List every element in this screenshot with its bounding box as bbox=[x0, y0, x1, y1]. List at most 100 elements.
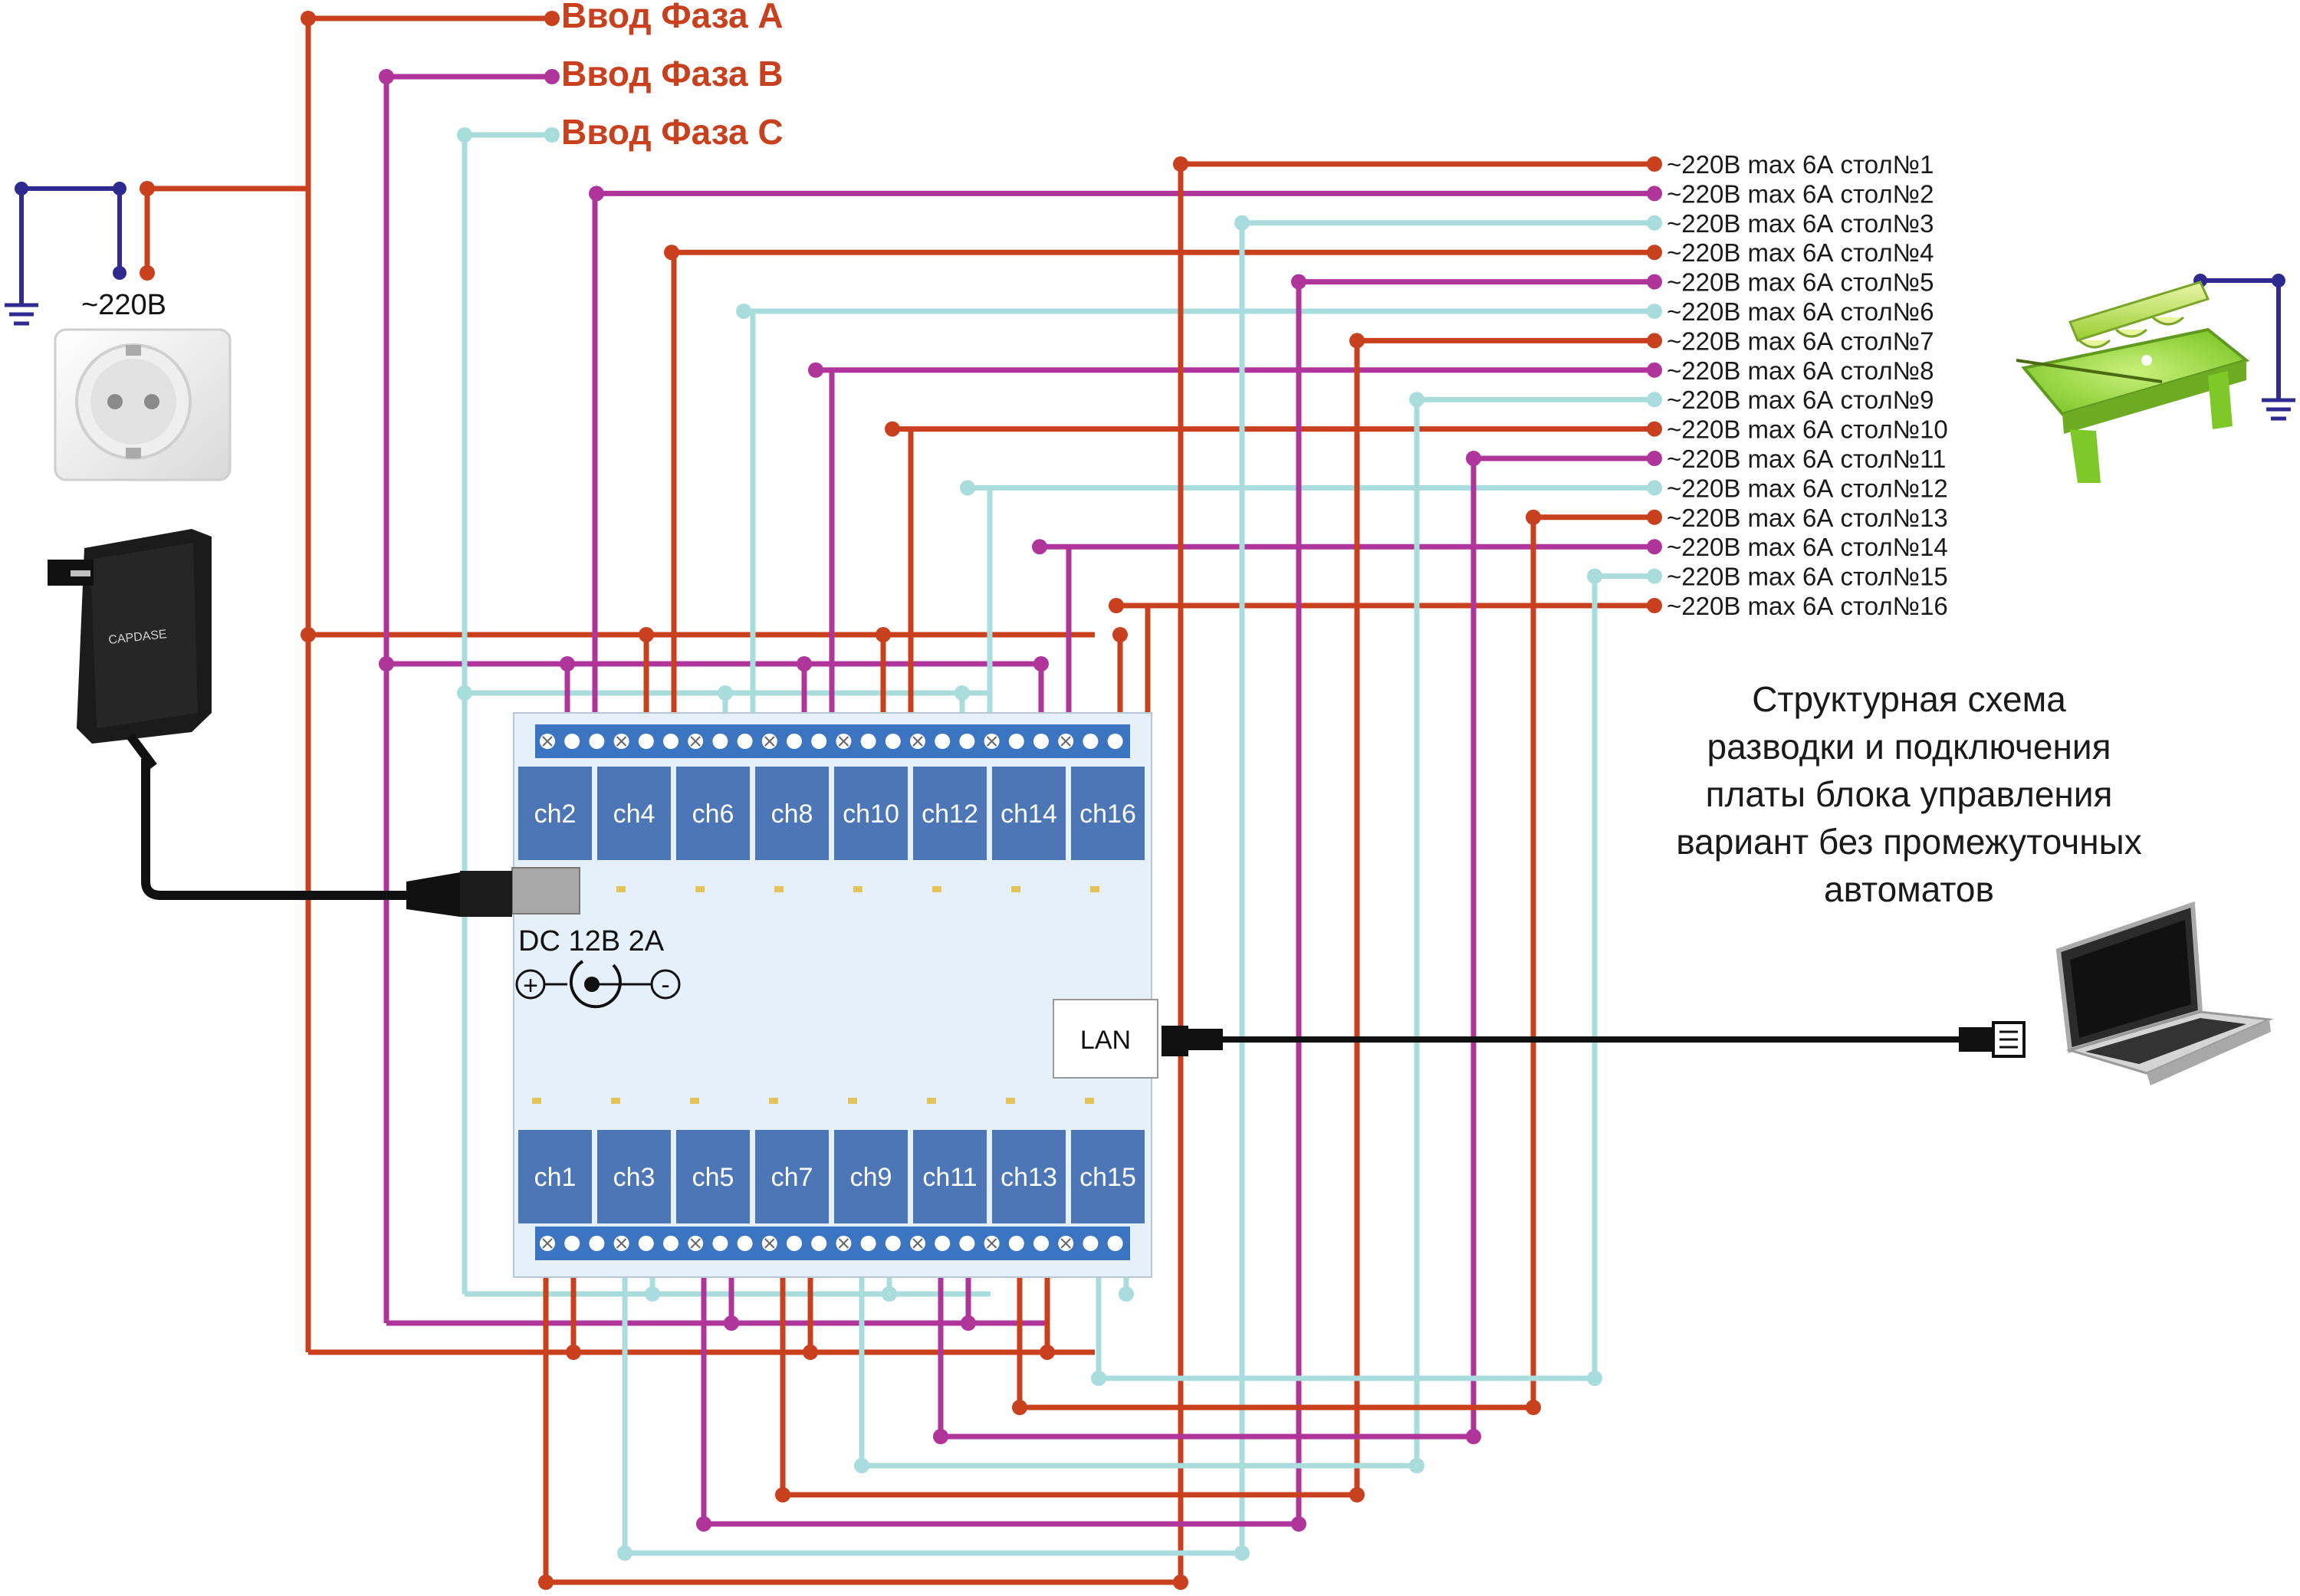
wire-junction bbox=[961, 1315, 976, 1331]
power-label: DC 12В 2А bbox=[518, 925, 665, 957]
relay-ch6 bbox=[676, 767, 750, 860]
status-led bbox=[1085, 1098, 1094, 1104]
dc-jack bbox=[511, 867, 580, 915]
status-led bbox=[1006, 1098, 1015, 1104]
relay-ch12 bbox=[913, 767, 987, 860]
table-9-label: ~220В max 6А стол№9 bbox=[1667, 386, 1934, 414]
wire-junction bbox=[955, 685, 970, 701]
terminal-screw bbox=[811, 734, 827, 749]
wire-junction bbox=[544, 11, 560, 26]
relay-label-ch10: ch10 bbox=[843, 800, 899, 829]
wire-junction bbox=[1032, 539, 1047, 555]
screw-slot bbox=[690, 736, 701, 747]
wire-junction bbox=[1647, 509, 1662, 525]
wire-junction bbox=[1647, 333, 1662, 349]
wire-junction bbox=[1647, 245, 1662, 261]
wire-junction bbox=[1647, 598, 1662, 613]
caption-line-4: вариант без промежуточных bbox=[1676, 822, 2142, 862]
wire-junction bbox=[1647, 421, 1662, 437]
status-led bbox=[927, 1098, 936, 1104]
wire-junction bbox=[1349, 1487, 1365, 1502]
table-3-label: ~220В max 6А стол№3 bbox=[1667, 209, 1934, 238]
wire-junction bbox=[876, 627, 891, 642]
terminal-screw bbox=[564, 734, 580, 749]
wire-junction bbox=[1466, 1429, 1481, 1444]
table-11-label: ~220В max 6А стол№11 bbox=[1667, 445, 1946, 473]
wire-junction bbox=[933, 1429, 948, 1444]
relay-ch15 bbox=[1071, 1130, 1145, 1223]
wire-junction bbox=[1526, 1400, 1541, 1415]
status-led bbox=[1011, 886, 1020, 892]
phase-c-label: Ввод Фаза C bbox=[561, 112, 784, 152]
wire-junction bbox=[1033, 656, 1049, 672]
screw-slot bbox=[986, 1238, 997, 1249]
wire-junction bbox=[617, 1545, 632, 1561]
terminal-screw bbox=[663, 734, 678, 749]
table-13-label: ~220В max 6А стол№13 bbox=[1667, 504, 1948, 532]
screw-slot bbox=[838, 736, 849, 747]
relay-ch10 bbox=[834, 767, 908, 860]
wire-junction bbox=[882, 1286, 897, 1302]
phase-labels: Ввод Фаза A Ввод Фаза B Ввод Фаза C bbox=[561, 0, 784, 152]
laptop-icon bbox=[2055, 901, 2274, 1085]
relay-label-ch5: ch5 bbox=[692, 1163, 734, 1192]
relay-ch7 bbox=[755, 1130, 829, 1223]
terminal-screw bbox=[787, 734, 802, 749]
status-led bbox=[1090, 886, 1099, 892]
status-led bbox=[695, 886, 705, 892]
relay-ch13 bbox=[992, 1130, 1066, 1223]
terminal-screw bbox=[811, 1236, 827, 1251]
terminal-screws bbox=[540, 734, 1123, 1251]
wire-junction bbox=[775, 1487, 790, 1502]
terminal-screw bbox=[1083, 734, 1099, 749]
wire-junction bbox=[140, 181, 155, 196]
power-cable bbox=[141, 759, 429, 900]
wire-junction bbox=[560, 656, 575, 672]
ground-symbol-right bbox=[2193, 274, 2295, 421]
screw-slot bbox=[912, 1238, 923, 1249]
lan-port bbox=[1053, 999, 1158, 1079]
status-leds bbox=[532, 886, 1099, 1104]
status-led bbox=[611, 1098, 620, 1104]
relay-ch14 bbox=[992, 767, 1066, 860]
terminal-screw bbox=[935, 1236, 951, 1251]
wire-junction bbox=[1119, 1286, 1134, 1302]
wall-socket-icon bbox=[54, 328, 232, 481]
relay-label-ch3: ch3 bbox=[613, 1163, 656, 1192]
wire-junction bbox=[1040, 1345, 1055, 1360]
relay-ch4 bbox=[597, 767, 671, 860]
table-14-label: ~220В max 6А стол№14 bbox=[1667, 533, 1948, 561]
table-16-label: ~220В max 6А стол№16 bbox=[1667, 592, 1948, 620]
terminal-screw bbox=[1033, 1236, 1049, 1251]
wire-junction bbox=[1647, 568, 1662, 584]
status-led bbox=[690, 1098, 699, 1104]
wire-junction bbox=[1647, 451, 1662, 466]
phase-a-label: Ввод Фаза A bbox=[561, 0, 784, 35]
caption-line-3: платы блока управления bbox=[1706, 774, 2113, 814]
relay-ch2 bbox=[518, 767, 592, 860]
screw-slot bbox=[764, 736, 775, 747]
wire-junction bbox=[854, 1458, 869, 1473]
wire-junction bbox=[1647, 156, 1662, 172]
diagram-caption: Структурная схема разводки и подключения… bbox=[1676, 679, 2142, 909]
lan-cable bbox=[1162, 1021, 2026, 1058]
table-output-labels: ~220В max 6А стол№1~220В max 6А стол№2~2… bbox=[1667, 150, 1948, 620]
wire-junction bbox=[718, 685, 733, 701]
terminal-screw bbox=[737, 734, 753, 749]
billiard-table-icon bbox=[2016, 281, 2250, 483]
terminal-strip-bottom bbox=[535, 1227, 1130, 1260]
screw-slot bbox=[616, 736, 627, 747]
terminal-screw bbox=[860, 1236, 876, 1251]
terminal-screw bbox=[663, 1236, 678, 1251]
wire-junction bbox=[1647, 304, 1662, 319]
wire-junction bbox=[1091, 1371, 1106, 1386]
wire-junction bbox=[808, 362, 823, 378]
relay-ch3 bbox=[597, 1130, 671, 1223]
terminal-screw bbox=[860, 734, 876, 749]
wire-junction bbox=[724, 1315, 739, 1331]
screw-slot bbox=[542, 736, 553, 747]
relay-ch9 bbox=[834, 1130, 908, 1223]
relay-label-ch4: ch4 bbox=[613, 800, 656, 829]
relay-label-ch13: ch13 bbox=[1001, 1163, 1057, 1192]
